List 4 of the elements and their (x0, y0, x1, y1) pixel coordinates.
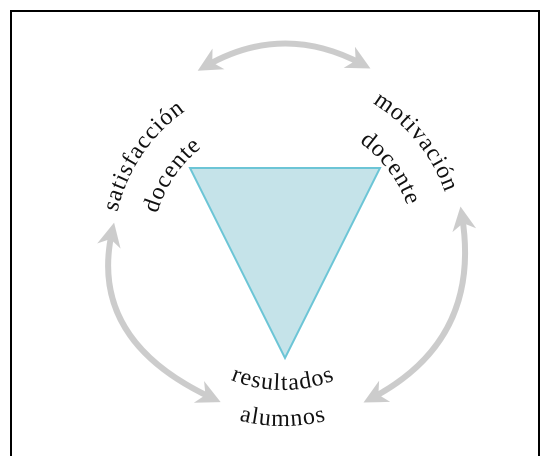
curved-label: resultados alumnos (212, 360, 372, 438)
double-arrow (98, 222, 221, 402)
double-arrow (364, 206, 476, 403)
double-arrow (198, 40, 371, 70)
